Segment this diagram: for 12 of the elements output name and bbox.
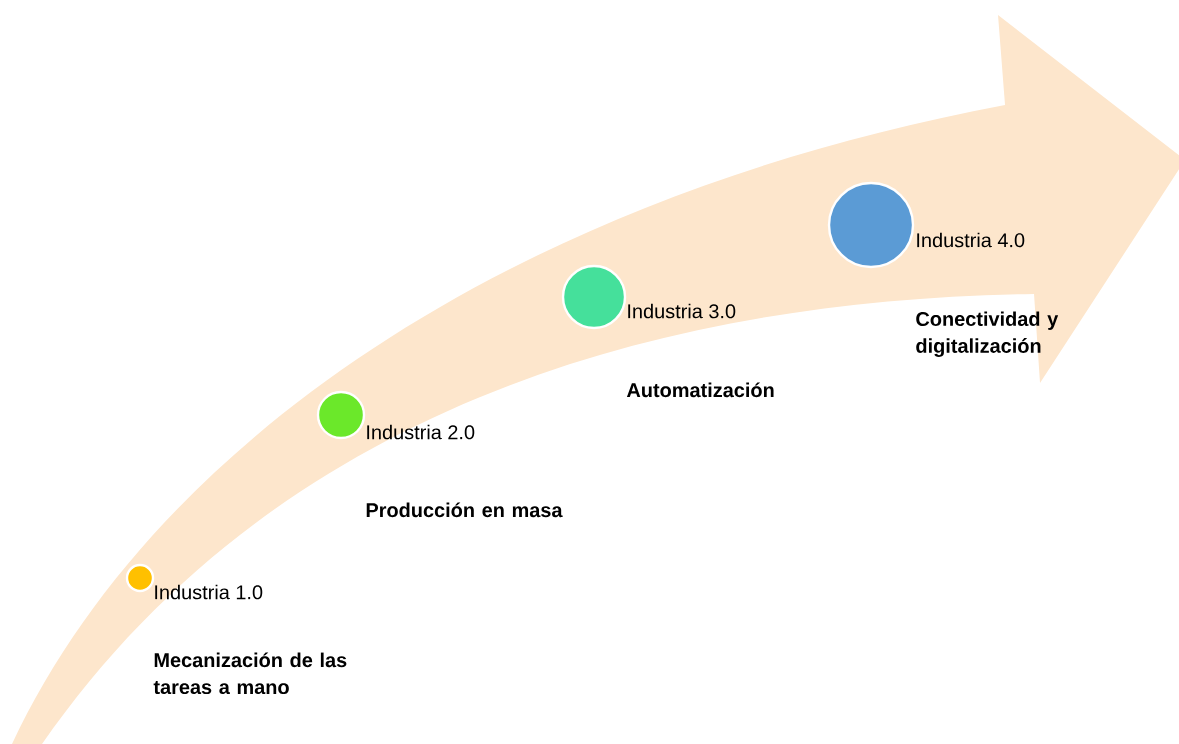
stage-description: Mecanización de las tareas a mano: [153, 652, 347, 695]
circle-marker: [125, 563, 155, 593]
circle-marker: [561, 264, 627, 330]
stage-description: Producción en masa: [366, 502, 563, 518]
circle-marker: [316, 390, 366, 440]
stage-label: Industria 3.0: [628, 303, 736, 319]
stage-label: Industria 2.0: [367, 424, 475, 440]
stage-label: Industria 1.0: [155, 584, 263, 600]
circle-marker: [827, 181, 915, 269]
stage-label: Industria 4.0: [917, 232, 1025, 248]
stage-description: Conectividad y digitalización: [916, 311, 1059, 357]
stage-description: Automatización: [626, 382, 774, 398]
